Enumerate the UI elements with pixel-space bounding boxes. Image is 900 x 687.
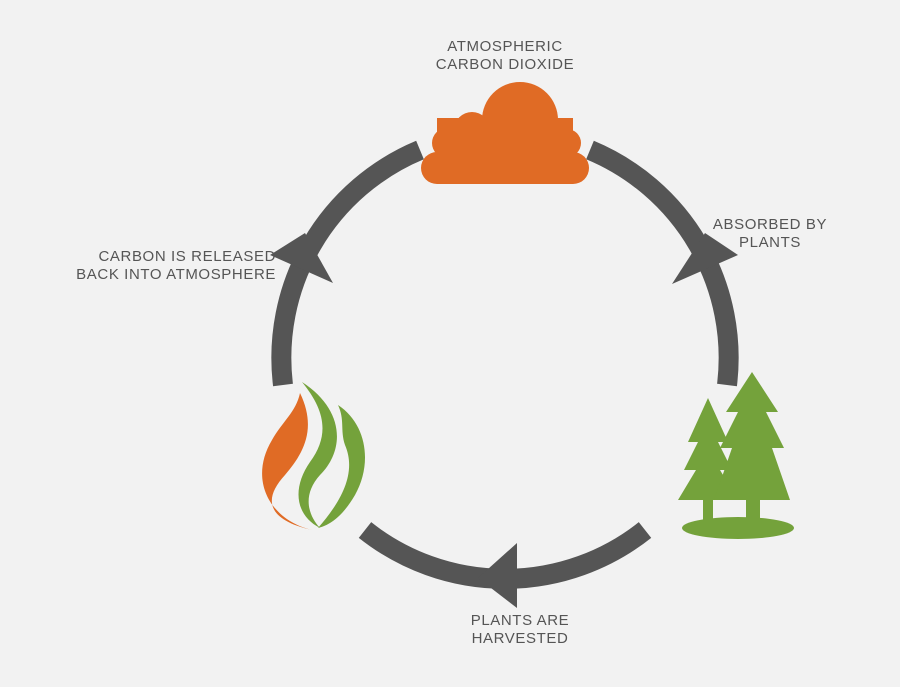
arrowhead-right bbox=[672, 233, 738, 284]
label-absorbed-line1: ABSORBED BY bbox=[712, 216, 828, 233]
label-harvested-line1: PLANTS ARE bbox=[470, 612, 570, 629]
label-carbon-released: CARBON IS RELEASED BACK INTO ATMOSPHERE bbox=[40, 248, 276, 284]
label-released-line2: BACK INTO ATMOSPHERE bbox=[76, 266, 276, 283]
cloud-icon bbox=[421, 82, 589, 184]
label-absorbed-line2: PLANTS bbox=[739, 234, 801, 251]
cycle-arc-left bbox=[271, 140, 424, 387]
pine-trees-icon bbox=[678, 372, 794, 539]
label-atmospheric-line1: ATMOSPHERIC bbox=[447, 38, 563, 55]
label-plants-harvested: PLANTS ARE HARVESTED bbox=[390, 612, 650, 648]
arrowhead-bottom bbox=[478, 543, 517, 608]
label-atmospheric-co2: ATMOSPHERIC CARBON DIOXIDE bbox=[390, 38, 620, 74]
label-released-line1: CARBON IS RELEASED bbox=[98, 248, 276, 265]
label-harvested-line2: HARVESTED bbox=[471, 630, 569, 647]
flame-icon bbox=[262, 382, 366, 530]
label-atmospheric-line2: CARBON DIOXIDE bbox=[435, 56, 575, 73]
label-absorbed-by-plants: ABSORBED BY PLANTS bbox=[690, 216, 850, 252]
arrowhead-left bbox=[270, 233, 333, 283]
